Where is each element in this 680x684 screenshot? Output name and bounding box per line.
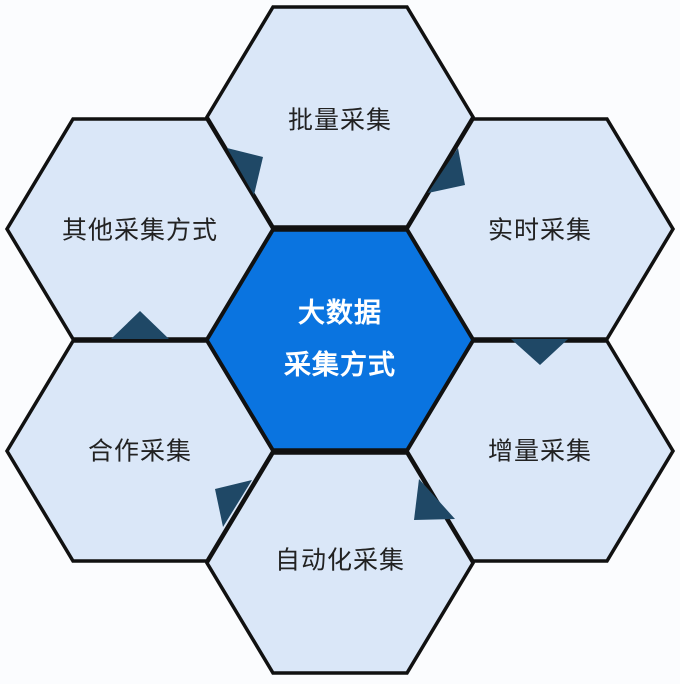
center-title: 大数据 采集方式 bbox=[284, 288, 396, 392]
flow-arrow-icon bbox=[414, 479, 455, 520]
node-label-realtime: 实时采集 bbox=[487, 215, 593, 245]
flow-arrow-icon bbox=[511, 339, 568, 365]
node-label-other: 其他采集方式 bbox=[61, 215, 219, 245]
center-title-line2: 采集方式 bbox=[284, 350, 396, 381]
node-label-batch: 批量采集 bbox=[287, 105, 393, 135]
hex-center bbox=[204, 228, 476, 452]
flow-arrow-icon bbox=[111, 311, 169, 339]
node-label-cooperative: 合作采集 bbox=[87, 436, 193, 466]
flow-arrow-icon bbox=[227, 148, 263, 195]
node-label-incremental: 增量采集 bbox=[487, 436, 593, 466]
flow-arrow-icon bbox=[215, 480, 252, 527]
node-label-automated: 自动化采集 bbox=[274, 545, 406, 575]
center-title-line1: 大数据 bbox=[298, 298, 382, 329]
flow-arrow-icon bbox=[428, 148, 465, 193]
